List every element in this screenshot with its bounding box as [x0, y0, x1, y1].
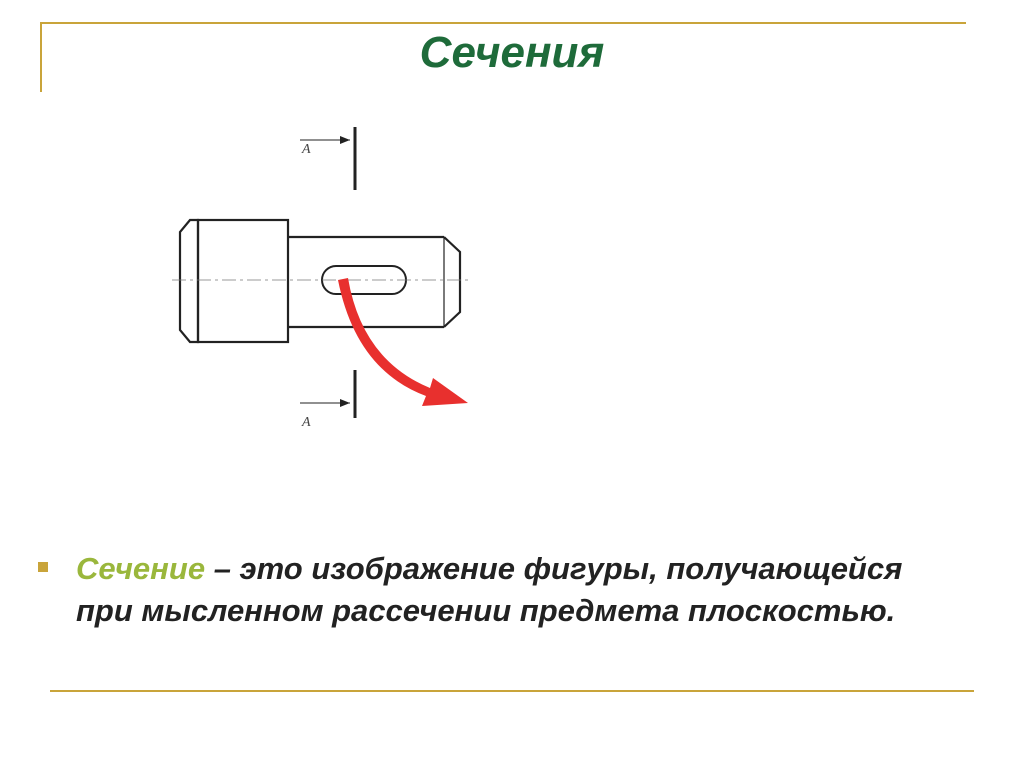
shaft-body [178, 218, 462, 344]
frame-bottom-line [50, 690, 974, 692]
slide-title: Сечения [419, 28, 605, 77]
frame-top-line [40, 22, 966, 24]
section-mark-top: A [300, 127, 357, 190]
section-arrow [338, 278, 468, 406]
definition-term: Сечение [76, 551, 206, 586]
frame-left-line [40, 22, 42, 92]
section-label-bottom: A [301, 415, 311, 430]
definition-body: – это изображение фигуры, получающейся п… [76, 551, 903, 628]
shaft-drawing: A A [172, 127, 470, 430]
definition-text: Сечение – это изображение фигуры, получа… [76, 548, 916, 632]
bullet-square-icon [38, 562, 48, 572]
section-mark-bottom: A [300, 370, 357, 430]
section-label-top: A [301, 142, 311, 157]
